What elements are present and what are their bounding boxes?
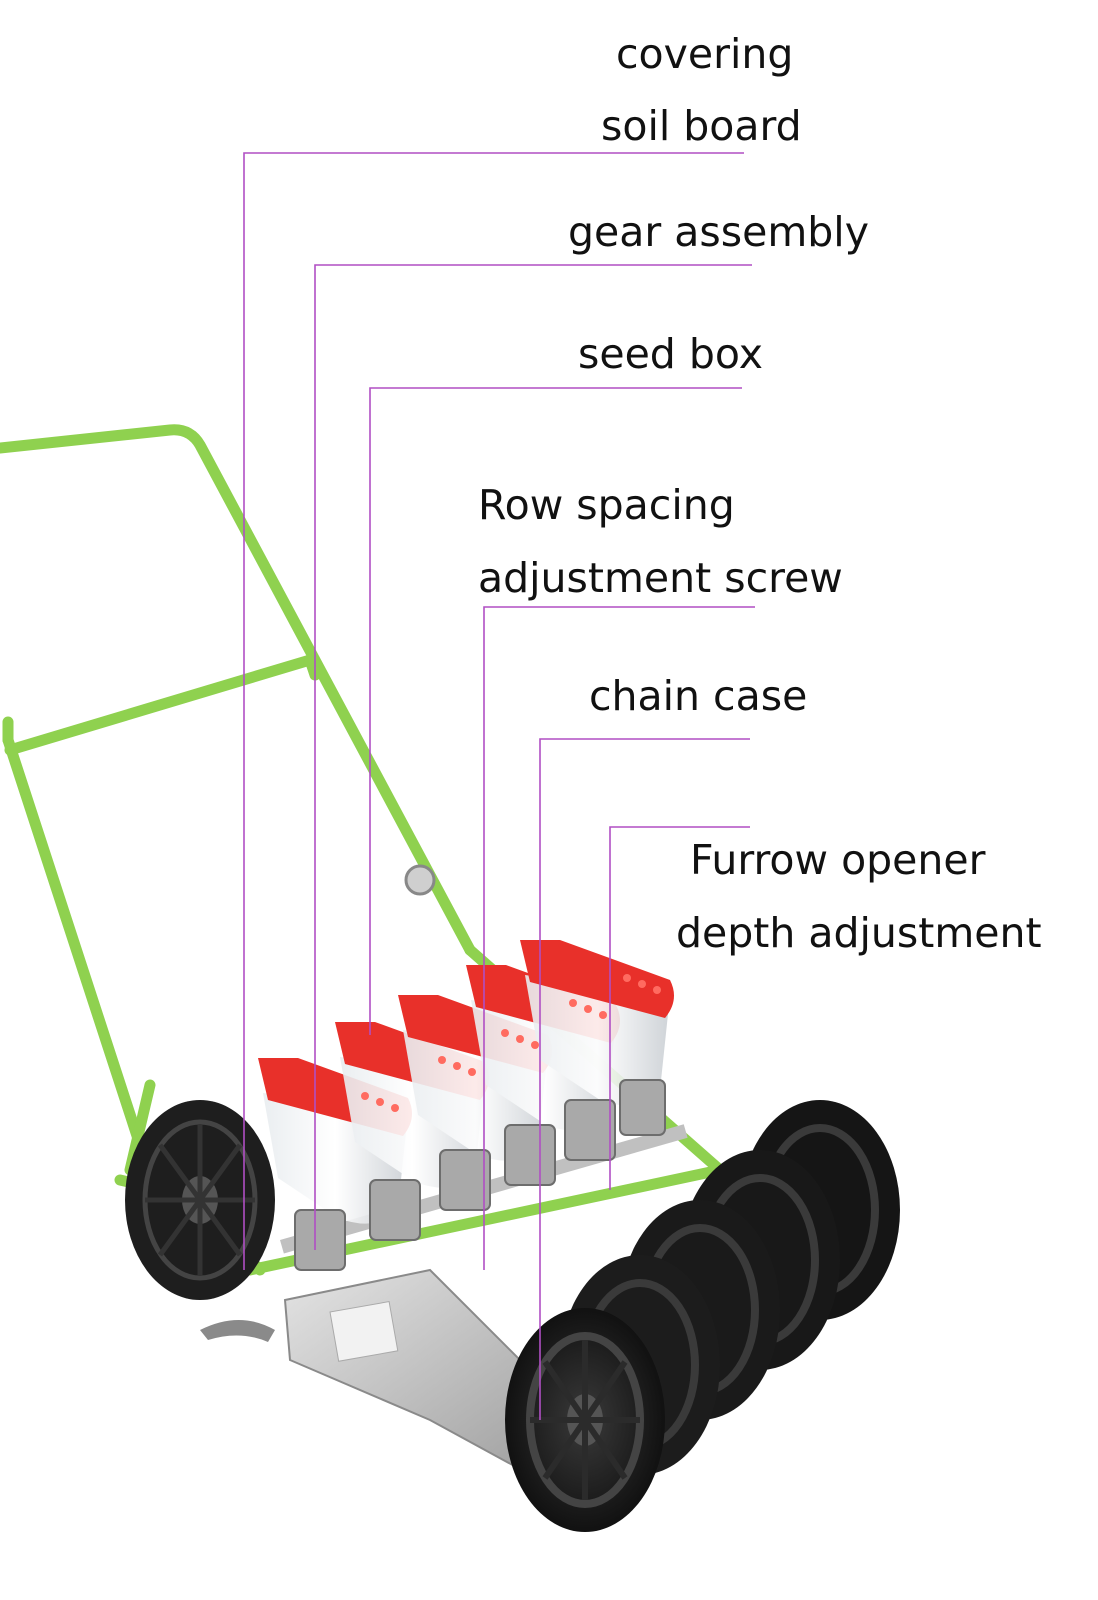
leader-seed-box (369, 387, 742, 1035)
label-row-spacing-line1: Row spacing (478, 481, 735, 529)
leader-row-spacing (483, 606, 755, 1270)
rear-drum-wheel (125, 1100, 275, 1300)
label-covering-line1: covering (616, 30, 794, 78)
label-furrow-line2: depth adjustment (676, 909, 1042, 957)
label-row-spacing-line2: adjustment screw (478, 554, 843, 602)
sprocket-icon (404, 864, 436, 896)
covering-soil-board-shape (200, 1320, 275, 1342)
hopper-dots (361, 974, 661, 1112)
label-covering-line2: soil board (601, 102, 802, 150)
leader-gear-assembly (314, 264, 752, 1250)
label-seed-box: seed box (578, 330, 763, 378)
label-chain-case: chain case (589, 672, 808, 720)
label-gear-assembly: gear assembly (568, 208, 869, 256)
leader-chain-case (539, 738, 750, 1420)
metering-units (294, 1079, 666, 1271)
leader-furrow-opener (609, 826, 750, 1190)
leader-covering-soil-board (243, 152, 744, 1270)
label-furrow-line1: Furrow opener (690, 836, 986, 884)
front-roller-wheels (505, 1100, 900, 1532)
leader-lines (243, 152, 755, 1420)
